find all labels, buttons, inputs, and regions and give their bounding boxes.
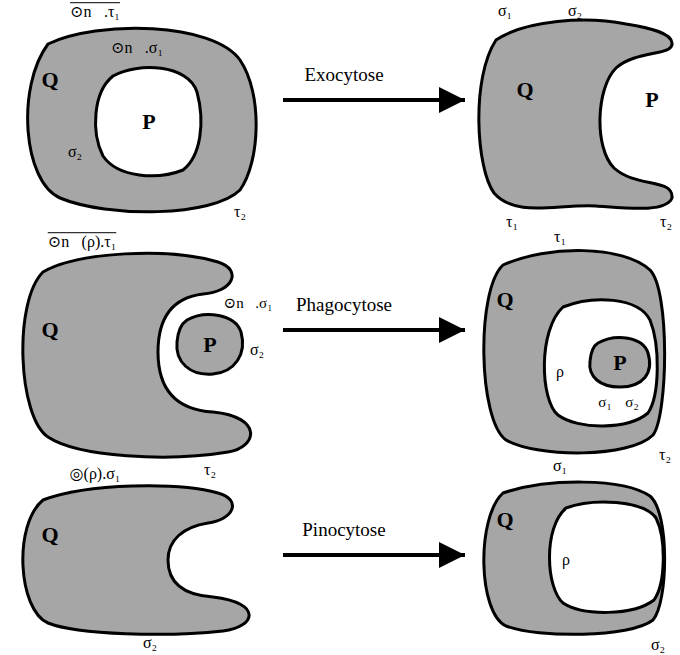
membrane-outline <box>177 315 243 375</box>
reaction-arrow <box>283 553 465 557</box>
membrane-action-label: ◎(ρ).σ₁ <box>70 465 121 483</box>
membrane: QP <box>478 245 673 460</box>
membrane: Q <box>476 18 676 208</box>
membrane-outline <box>23 253 251 457</box>
membrane: Q <box>18 485 258 633</box>
membrane-outline <box>479 20 672 208</box>
membrane-action-label: ⊙n⃖(ρ).τ₁ <box>48 233 117 251</box>
inner-membrane-outline <box>550 502 664 612</box>
membrane-action-label: σ₂ <box>651 636 665 654</box>
membrane-action-label: ρ <box>562 551 570 569</box>
membrane-outline <box>23 486 249 634</box>
compartment-name: P <box>203 333 216 357</box>
compartment-name: Q <box>516 78 533 102</box>
compartment-name: Q <box>496 508 513 532</box>
compartment-name: Q <box>41 318 58 342</box>
membrane: P <box>93 64 205 179</box>
compartment-name: Q <box>41 68 58 92</box>
membrane-action-label: ⊙n⃖.σ₁ <box>224 295 273 312</box>
membrane-action-label: τ₂ <box>659 446 671 464</box>
membrane-action-label: τ₂ <box>234 203 246 221</box>
membrane: P <box>175 312 245 377</box>
membrane-shape <box>478 478 673 638</box>
membrane-action-label: ⊙n⃗.τ₁ <box>70 3 120 21</box>
compartment-name: Q <box>41 523 58 547</box>
membrane-action-label: ⊙n⃗.σ₁ <box>111 39 163 57</box>
membrane-action-label: τ₁ <box>554 228 566 246</box>
membrane-action-label: τ₂ <box>204 461 216 479</box>
membrane: P <box>588 335 652 390</box>
membrane-outline <box>590 338 650 387</box>
compartment-name: P <box>142 110 155 134</box>
membrane-action-label: σ₁ <box>598 394 611 411</box>
membrane-outline <box>96 68 201 176</box>
membrane-shape <box>476 18 676 208</box>
membrane: Q <box>478 478 673 638</box>
reaction-arrow <box>283 328 465 332</box>
membrane-outline <box>484 482 665 634</box>
reaction-name: Pinocytose <box>302 520 385 541</box>
membrane-outline <box>484 251 665 453</box>
reaction-name: Exocytose <box>304 65 383 86</box>
compartment-name: Q <box>496 288 513 312</box>
membrane-shape <box>18 485 258 633</box>
membrane-action-label: ρ <box>556 363 564 381</box>
membrane-action-label: σ₁ <box>553 457 567 475</box>
reaction-name: Phagocytose <box>296 295 392 316</box>
membrane-action-label: τ₂ <box>660 213 672 231</box>
membrane-action-label: τ₁ <box>506 213 518 231</box>
membrane-action-label: σ₂ <box>568 2 582 20</box>
membrane-action-label: P <box>645 88 658 112</box>
membrane-action-label: σ₂ <box>68 143 82 161</box>
membrane-action-label: σ₂ <box>250 341 264 359</box>
inner-membrane-outline <box>544 300 657 426</box>
membrane-action-label: σ₁ <box>498 2 512 20</box>
membrane-action-label: σ₂ <box>143 634 157 652</box>
membrane-outline <box>28 28 257 212</box>
reaction-arrow <box>283 98 465 102</box>
membrane-action-label: σ₂ <box>625 394 638 411</box>
compartment-name: P <box>613 351 626 375</box>
